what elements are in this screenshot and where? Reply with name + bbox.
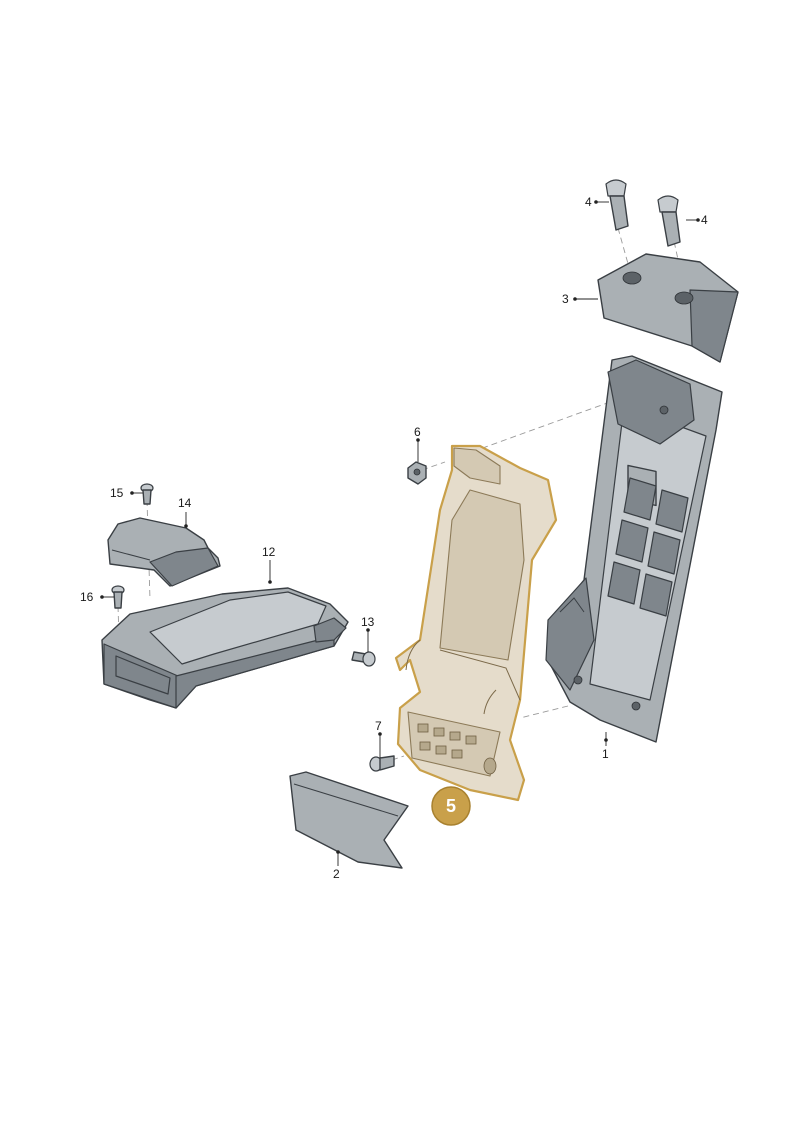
- leader-lines: [100, 200, 700, 866]
- part-16-screw: [111, 585, 125, 609]
- part-2-lower-trim: [289, 771, 409, 869]
- callout-15: 15: [110, 486, 124, 500]
- callout-3: 3: [562, 292, 569, 306]
- callout-labels: 1 2 3 4 4 6 7 12 13 14 15 16: [80, 195, 708, 881]
- callout-12: 12: [262, 545, 276, 559]
- part-15-screw: [140, 483, 154, 505]
- part-5-trim-panel: [394, 444, 558, 802]
- callout-13: 13: [361, 615, 375, 629]
- part-6-nut: [407, 461, 427, 485]
- part-3-cap: [597, 253, 739, 363]
- part-7-screw: [369, 755, 395, 772]
- callout-1: 1: [602, 747, 609, 761]
- callout-14: 14: [178, 496, 192, 510]
- part-5-badge: 5: [431, 786, 471, 826]
- badge-number: 5: [446, 796, 456, 816]
- callout-7: 7: [375, 719, 382, 733]
- callout-2: 2: [333, 867, 340, 881]
- part-13-screw: [351, 651, 376, 667]
- callout-4-left: 4: [585, 195, 592, 209]
- part-1-bracket: [545, 355, 723, 743]
- callout-4-right: 4: [701, 213, 708, 227]
- callout-6: 6: [414, 425, 421, 439]
- callout-16: 16: [80, 590, 94, 604]
- part-12-armrest: [101, 587, 349, 709]
- part-4-screws: [605, 179, 681, 247]
- part-14-cover: [107, 517, 221, 587]
